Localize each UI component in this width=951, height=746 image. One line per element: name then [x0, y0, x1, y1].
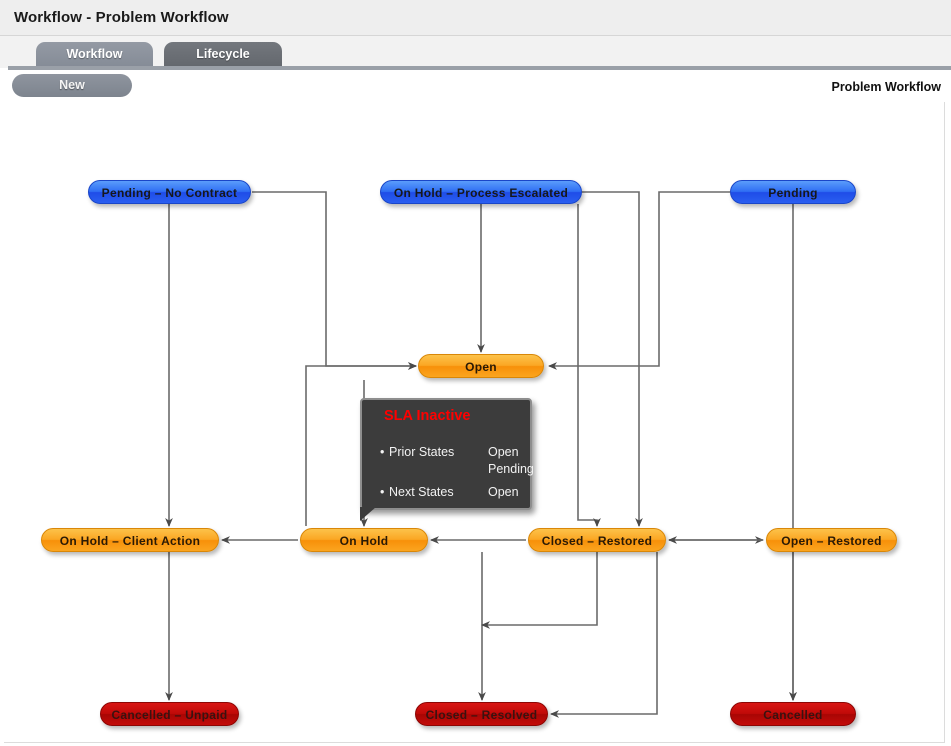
edge-closedrestored-to-closedresolved	[481, 552, 598, 629]
edge-escalated-to-closedrestored	[582, 191, 643, 527]
bullet-icon-2: •	[380, 485, 385, 499]
tooltip-prior-label: Prior States	[389, 445, 455, 459]
tab-workflow[interactable]: Workflow	[36, 42, 153, 68]
page-title: Workflow - Problem Workflow	[14, 9, 229, 26]
tooltip-title: SLA Inactive	[384, 408, 471, 424]
new-button[interactable]: New	[12, 74, 132, 97]
state-node-open[interactable]: Open	[418, 354, 544, 378]
state-node-pending-no-contract[interactable]: Pending – No Contract	[88, 180, 251, 204]
tab-underline-divider	[8, 66, 951, 70]
workflow-edge-layer	[165, 191, 797, 718]
workflow-diagram-canvas[interactable]: Pending – No Contract On Hold – Process …	[4, 102, 945, 743]
tooltip-prior-value-2: Pending	[488, 462, 534, 476]
state-node-pending[interactable]: Pending	[730, 180, 856, 204]
edge-pendingnc-to-open	[252, 191, 417, 370]
panel-title: Problem Workflow	[831, 80, 941, 94]
edge-closedrestored-to-closedresolved-2	[550, 552, 658, 718]
edge-onhold-to-open	[305, 362, 417, 526]
tooltip-prior-value-1: Open	[488, 445, 519, 459]
state-node-open-restored[interactable]: Open – Restored	[766, 528, 897, 552]
state-node-on-hold-client-action[interactable]: On Hold – Client Action	[41, 528, 219, 552]
state-node-closed-resolved[interactable]: Closed – Resolved	[415, 702, 548, 726]
bullet-icon: •	[380, 445, 385, 459]
tab-strip: Workflow Lifecycle	[0, 36, 951, 68]
tooltip-next-label: Next States	[389, 485, 454, 499]
edge-escalated-to-closedrestored-2	[577, 204, 601, 527]
state-node-on-hold[interactable]: On Hold	[300, 528, 428, 552]
sla-inactive-tooltip: SLA Inactive • Prior States Open Pending…	[360, 398, 534, 521]
window-title-bar: Workflow - Problem Workflow	[0, 0, 951, 36]
tooltip-next-value-1: Open	[488, 485, 519, 499]
tooltip-pointer-tail	[360, 507, 376, 521]
state-node-cancelled-unpaid[interactable]: Cancelled – Unpaid	[100, 702, 239, 726]
toolbar: New	[0, 70, 951, 102]
state-node-on-hold-process-escalated[interactable]: On Hold – Process Escalated	[380, 180, 582, 204]
state-node-closed-restored[interactable]: Closed – Restored	[528, 528, 666, 552]
edge-pending-to-open	[548, 191, 730, 370]
tab-lifecycle[interactable]: Lifecycle	[164, 42, 282, 68]
state-node-cancelled[interactable]: Cancelled	[730, 702, 856, 726]
